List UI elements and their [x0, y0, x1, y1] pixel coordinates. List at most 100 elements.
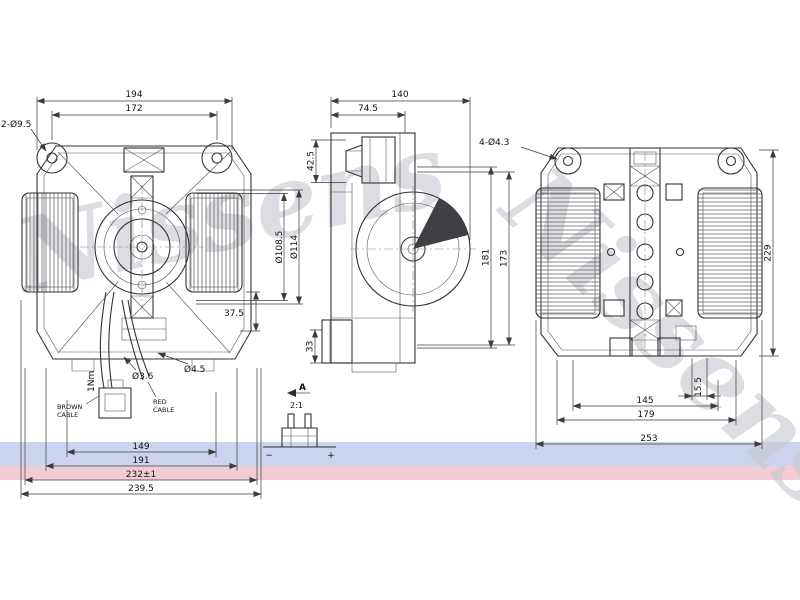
- back-vent-left: [535, 187, 601, 319]
- side-connector-lines: [346, 137, 387, 183]
- dim-37-5-label: 37.5: [224, 309, 244, 319]
- dim-74-5-label: 74.5: [358, 104, 378, 114]
- housing-braces: [57, 151, 231, 354]
- ext-194: [36, 97, 233, 150]
- mount-ear-left: [36, 142, 68, 174]
- dim-239-5-label: 239.5: [128, 484, 154, 494]
- ext-d114: [196, 189, 303, 305]
- terminal-plus-label: +: [327, 451, 335, 461]
- front-vents: [21, 192, 243, 293]
- motor-centerlines: [80, 185, 204, 309]
- dim-33-label: 33: [306, 341, 316, 352]
- top-bracket: [123, 147, 165, 173]
- cable-connector-inner: [104, 393, 126, 412]
- front-view: BROWN CABLE RED CABLE Ø3.6 Ø4.5 1Nm 194 …: [1, 90, 303, 499]
- side-bottom-step: [321, 319, 353, 364]
- side-dimensions: 140 74.5 42.5 33 181 173: [306, 90, 515, 364]
- back-detail-tl-cross: [603, 183, 625, 201]
- brown-cable-leader: [85, 395, 100, 405]
- dim-mount-holes-back-label: 4-Ø4.3: [479, 137, 509, 148]
- bracket-bolt-top: [137, 205, 147, 215]
- vent-right: [185, 192, 243, 293]
- back-tab-left: [609, 337, 633, 357]
- ext-232: [24, 368, 258, 485]
- side-foot: [351, 362, 397, 373]
- brown-cable-wire-1: [99, 291, 107, 389]
- red-cable-wire-1: [121, 299, 144, 381]
- back-mount-holes-leader: [520, 146, 558, 160]
- vent-left: [21, 192, 79, 293]
- terminal-body-lines: [282, 428, 317, 447]
- ext-d108: [196, 193, 288, 301]
- back-top-block: [633, 151, 657, 165]
- top-bracket-cross: [123, 147, 165, 173]
- front-labels: BROWN CABLE RED CABLE Ø3.6 Ø4.5 1Nm: [57, 352, 205, 419]
- brown-cable-wire-2: [108, 291, 115, 389]
- back-tab-small: [675, 325, 697, 341]
- cable-dia-2-leader: [157, 352, 189, 365]
- cable-connector-neck: [107, 379, 124, 389]
- mount-ear-right: [201, 142, 233, 174]
- channel-crosses: [629, 165, 661, 341]
- red-cable-label-line1: RED: [153, 398, 167, 406]
- brand-stripe-pink: [0, 466, 800, 480]
- back-detail-br-cross: [665, 299, 683, 317]
- channel-circle-2: [636, 213, 654, 231]
- dim-42-5-label: 42.5: [307, 151, 317, 171]
- dim-145-label: 145: [636, 396, 653, 406]
- dim-140-label: 140: [391, 90, 408, 100]
- dim-179-label: 179: [637, 410, 654, 420]
- back-view: 4-Ø4.3 229 15.5 145 179 253: [479, 137, 779, 449]
- back-detail-bl: [603, 299, 625, 317]
- brown-cable-label-line2: CABLE: [57, 411, 78, 419]
- bracket-bolt-bottom: [137, 280, 147, 290]
- back-screw-right: [675, 247, 685, 257]
- front-cables: [98, 291, 150, 419]
- back-center-channel: [629, 147, 661, 357]
- dim-191-label: 191: [132, 456, 149, 466]
- back-mount-hole-left: [562, 155, 574, 167]
- red-cable-label-line2: CABLE: [153, 406, 174, 414]
- side-body: [321, 132, 476, 373]
- back-dimensions: 4-Ø4.3 229 15.5 145 179 253: [479, 137, 779, 449]
- back-vent-right-frame: [702, 192, 758, 314]
- motor-bracket-crosses: [130, 175, 154, 319]
- detail-a: A 2:1 − +: [263, 383, 336, 461]
- channel-circle-3: [636, 243, 654, 261]
- dim-172-label: 172: [125, 104, 142, 114]
- dim-149-label: 149: [132, 442, 149, 452]
- channel-circle-5: [636, 302, 654, 320]
- back-tab-right: [657, 337, 681, 357]
- vent-left-frame: [26, 197, 74, 288]
- ext-191: [45, 368, 238, 471]
- dim-181-label: 181: [482, 249, 492, 266]
- ext-149: [66, 392, 217, 457]
- ext-173: [417, 171, 515, 346]
- front-dimensions: 194 172 2-Ø9.5 Ø114 Ø108.5 37.5 149 191 …: [1, 90, 303, 499]
- dim-173-label: 173: [500, 250, 510, 267]
- section-wedge: [413, 198, 468, 249]
- brown-cable-label-line1: BROWN: [57, 403, 83, 411]
- dim-232-label: 232±1: [126, 470, 156, 480]
- back-vent-left-frame: [540, 192, 596, 314]
- back-detail-tr: [665, 183, 683, 201]
- mount-hole-left: [46, 152, 58, 164]
- detail-a-label: A: [299, 383, 306, 393]
- dim-15-5-label: 15.5: [694, 377, 704, 397]
- ext-181: [417, 166, 497, 349]
- red-cable-wire-2: [127, 299, 150, 377]
- dim-cable-dia-4-5: Ø4.5: [184, 364, 205, 375]
- dim-cable-dia-3-6: Ø3.6: [132, 371, 154, 382]
- back-screw-left: [606, 247, 616, 257]
- dim-mount-holes-front-label: 2-Ø9.5: [1, 119, 31, 130]
- bottom-feet: [71, 359, 215, 372]
- back-mount-hole-right: [725, 155, 737, 167]
- terminal-minus-label: −: [265, 451, 273, 461]
- dim-194-label: 194: [125, 90, 142, 100]
- cable-dia-1-leader: [123, 356, 137, 371]
- dim-229-label: 229: [764, 244, 774, 261]
- side-connector-prong: [345, 144, 363, 178]
- ext-253: [535, 320, 763, 449]
- back-housing: [535, 147, 763, 357]
